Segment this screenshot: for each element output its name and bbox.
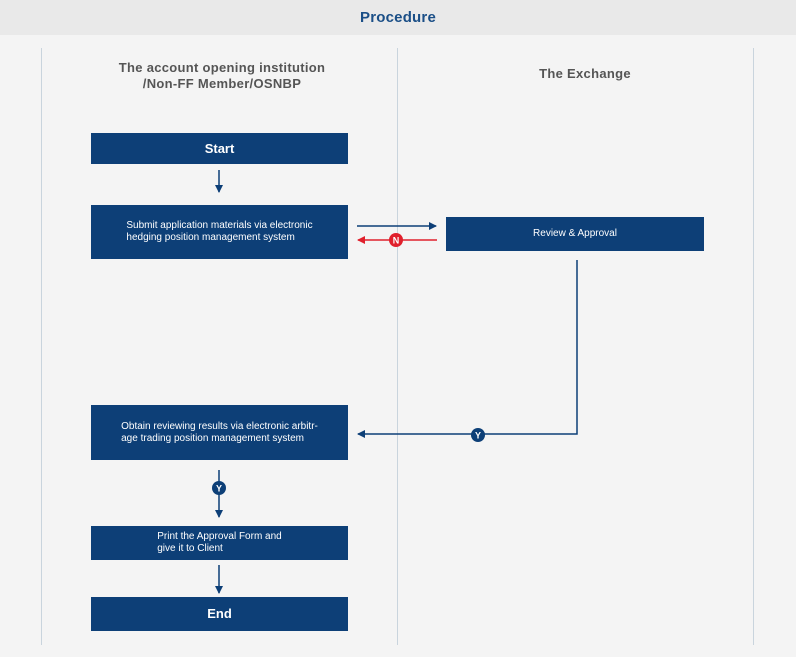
yes-badge-obtain: Y — [212, 481, 226, 495]
obtain-results-step: Obtain reviewing results via electronic … — [91, 405, 348, 460]
svg-text:Y: Y — [216, 484, 222, 494]
obtain-results-step-label: Obtain reviewing results via electronic … — [121, 420, 318, 444]
lane-divider-left — [41, 48, 42, 645]
no-badge: N — [389, 233, 403, 247]
page-title: Procedure — [0, 0, 796, 35]
submit-step: Submit application materials via electro… — [91, 205, 348, 259]
start-node: Start — [91, 133, 348, 164]
lane-divider-middle — [397, 48, 398, 645]
start-label: Start — [204, 140, 235, 156]
svg-text:Y: Y — [475, 431, 481, 441]
lane-title-exchange: The Exchange — [539, 66, 631, 81]
print-form-step: Print the Approval Form and give it to C… — [91, 526, 348, 560]
arrow-review-to-obtain — [357, 260, 578, 438]
print-form-step-label: Print the Approval Form and give it to C… — [157, 531, 282, 554]
submit-step-label: Submit application materials via electro… — [126, 220, 313, 243]
svg-text:N: N — [393, 236, 400, 246]
yes-badge-review: Y — [471, 428, 485, 442]
end-label: End — [207, 606, 232, 621]
review-step-label: Review & Approval — [533, 228, 617, 239]
lane-divider-right — [753, 48, 754, 645]
lane-title-institution: The account opening institution /Non-FF … — [118, 60, 326, 91]
end-node: End — [91, 597, 348, 631]
review-step: Review & Approval — [446, 217, 704, 251]
